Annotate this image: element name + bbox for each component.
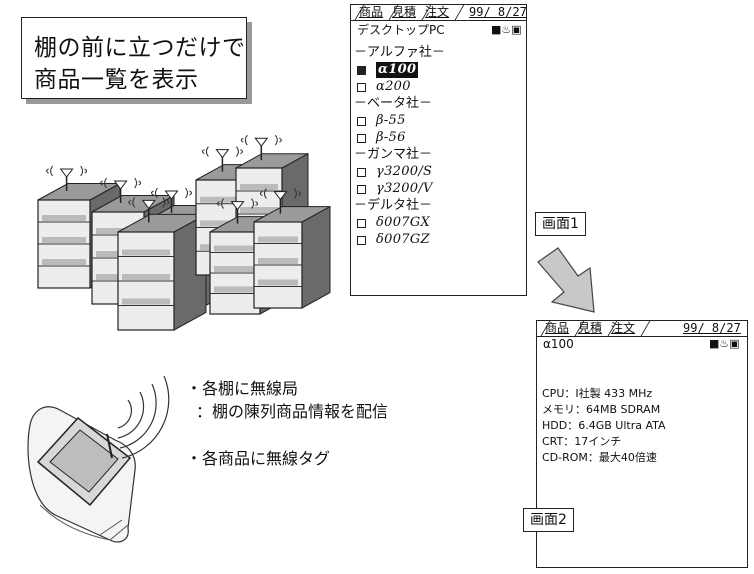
product-checkbox[interactable] <box>357 133 366 143</box>
date-label: 99/ 8/27 <box>469 5 527 19</box>
product-checkbox[interactable] <box>357 116 366 126</box>
handheld-terminal-icon <box>27 375 170 543</box>
product-name: γ3200/S <box>376 164 433 179</box>
tab-bar: 商品 見積 注文 99/ 8/27 <box>537 321 747 337</box>
product-name: δ007GX <box>376 215 431 230</box>
product-item[interactable]: γ3200/V <box>357 181 433 197</box>
down-right-arrow-icon <box>537 247 595 313</box>
product-item[interactable]: γ3200/S <box>357 164 432 180</box>
product-item[interactable]: δ007GX <box>357 215 430 231</box>
product-item[interactable]: α200 <box>357 79 411 95</box>
product-checkbox[interactable] <box>357 82 366 92</box>
tab-estimate[interactable]: 見積 <box>578 321 603 335</box>
company-header: －ガンマ社－ <box>354 147 433 162</box>
spec-cdrom: CD-ROM：最大40倍速 <box>542 451 657 464</box>
tab-order[interactable]: 注文 <box>425 5 450 19</box>
spec-cpu: CPU：I社製 433 MHz <box>542 387 653 400</box>
product-title: α100 <box>543 337 574 351</box>
spec-memory: メモリ：64MB SDRAM <box>542 403 661 416</box>
product-item[interactable]: β-56 <box>357 130 406 146</box>
product-name: β-56 <box>376 130 406 145</box>
tab-order[interactable]: 注文 <box>611 321 636 335</box>
date-label: 99/ 8/27 <box>683 321 741 335</box>
product-checkbox[interactable] <box>357 218 366 228</box>
product-checkbox[interactable] <box>357 65 366 75</box>
product-name: α200 <box>376 79 411 94</box>
product-name: δ007GZ <box>376 232 430 247</box>
product-name: α100 <box>376 62 419 78</box>
screen-1-label: 画面1 <box>535 212 586 236</box>
product-item[interactable]: δ007GZ <box>357 232 430 248</box>
product-checkbox[interactable] <box>357 167 366 177</box>
company-header: －デルタ社－ <box>354 198 433 213</box>
store-shelves-group <box>37 134 331 331</box>
product-checkbox[interactable] <box>357 235 366 245</box>
tab-estimate[interactable]: 見積 <box>392 5 417 19</box>
product-name: γ3200/V <box>376 181 433 196</box>
product-item[interactable]: α100 <box>357 62 419 78</box>
product-checkbox[interactable] <box>357 184 366 194</box>
tab-products[interactable]: 商品 <box>359 5 384 19</box>
bullet-shelf-radio-detail: ：棚の陳列商品情報を配信 <box>196 402 389 421</box>
spec-crt: CRT：17インチ <box>542 435 622 448</box>
caption-line-2: 商品一覧を表示 <box>34 67 199 93</box>
company-header: －ベータ社－ <box>354 96 433 111</box>
product-item[interactable]: β-55 <box>357 113 406 129</box>
screen-2-label: 画面2 <box>523 508 574 532</box>
status-icons: ■♨▣ <box>709 337 740 350</box>
tab-bar: 商品 見積 注文 99/ 8/27 <box>351 5 526 21</box>
spec-hdd: HDD：6.4GB Ultra ATA <box>542 419 666 432</box>
bullet-shelf-radio: ・各棚に無線局 <box>186 379 299 398</box>
tab-products[interactable]: 商品 <box>545 321 570 335</box>
company-header: －アルファ社－ <box>354 45 445 60</box>
product-name: β-55 <box>376 113 406 128</box>
bullet-product-tags: ・各商品に無線タグ <box>186 449 331 468</box>
caption-line-1: 棚の前に立つだけで <box>34 35 246 61</box>
category-title: デスクトップPC <box>357 23 445 37</box>
caption-box: 棚の前に立つだけで 商品一覧を表示 <box>21 17 247 99</box>
screen-1-product-list: 商品 見積 注文 99/ 8/27 デスクトップPC ■♨▣ －アルファ社－ α1… <box>350 4 527 296</box>
status-icons: ■♨▣ <box>491 23 522 36</box>
